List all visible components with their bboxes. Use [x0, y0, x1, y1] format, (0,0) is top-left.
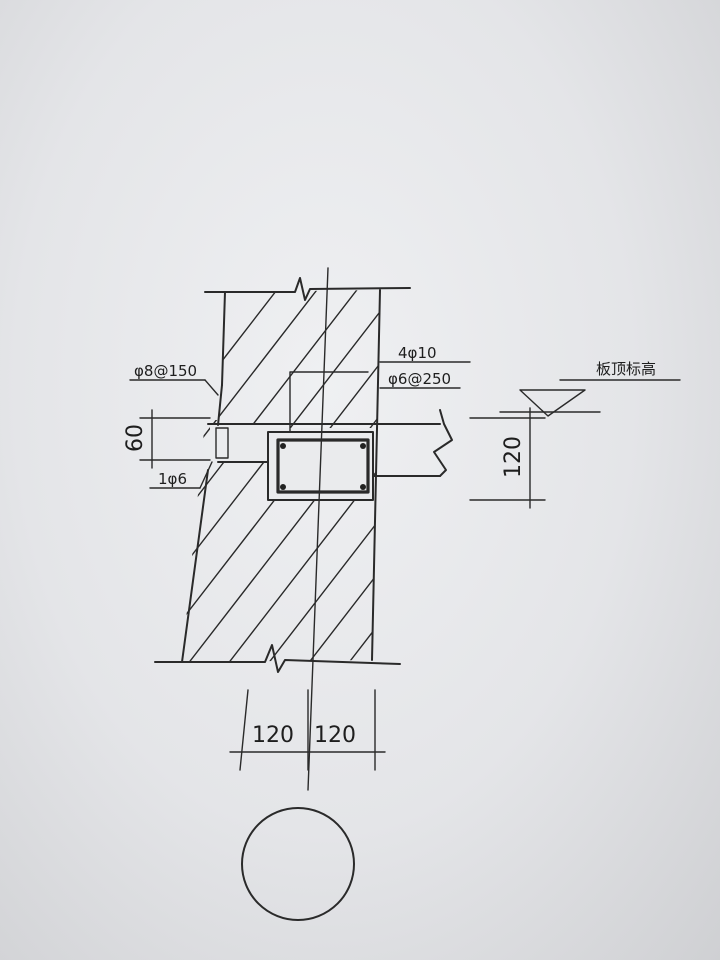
- left-rebar-label: φ8@150: [134, 362, 197, 380]
- slab-and-beam: [207, 371, 453, 501]
- top-rebar-label: 4φ10: [398, 344, 437, 362]
- slab-seat: [210, 425, 270, 463]
- leader-lines: [129, 361, 471, 489]
- wall-outline: [154, 267, 411, 791]
- axis-bubble: [241, 807, 355, 921]
- dim-right-width-label: 120: [314, 723, 356, 748]
- dim-left-height-lines: [139, 409, 211, 469]
- dim-left-height-label: 60: [123, 424, 148, 452]
- rebar-dots: [280, 443, 366, 490]
- bottom-rebar-label: 1φ6: [158, 470, 187, 488]
- stirrup-label: φ6@250: [388, 370, 451, 388]
- dim-slab-label: 120: [501, 436, 526, 478]
- dim-slab-lines: [469, 379, 681, 509]
- slab-elevation-label: 板顶标高: [596, 360, 656, 378]
- dim-bottom-lines: [229, 689, 386, 771]
- dim-left-width-label: 120: [252, 723, 294, 748]
